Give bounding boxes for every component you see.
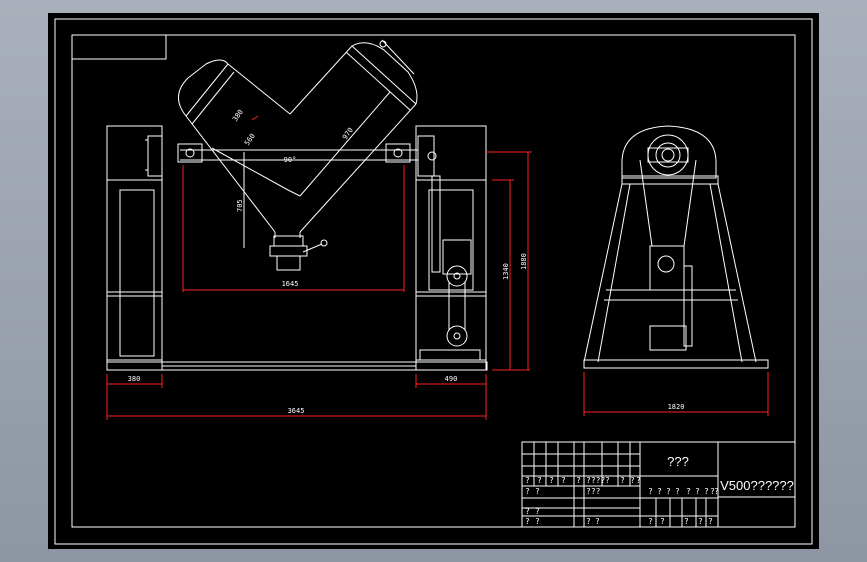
svg-text:?: ? [620,476,625,485]
svg-text:?: ? [537,476,542,485]
dim-frame-width: 1645 [282,280,299,288]
svg-text:????: ???? [586,476,605,485]
base-rail [106,361,488,371]
drawing-number-box [71,34,167,60]
dim-outlet-height: 705 [236,199,244,212]
dim-side-width: 1820 [668,403,685,411]
svg-text:?: ? [535,507,540,516]
svg-text:?: ? [684,517,689,526]
svg-text:?: ? [714,487,719,496]
svg-text:?: ? [586,517,591,526]
front-view: 1645 380 490 3645 90° 380 970 560 705 13… [106,39,532,420]
title-block [521,441,796,528]
svg-text:?: ? [549,476,554,485]
svg-text:?: ? [686,487,691,496]
svg-text:?: ? [657,487,662,496]
dimensions-front [106,115,532,420]
svg-text:?: ? [695,487,700,496]
dim-angle: 90° [284,156,297,164]
dim-height-2: 1880 [520,253,528,270]
title-block-center-text: ??? [667,454,689,469]
svg-text:?: ? [535,487,540,496]
svg-text:???: ??? [586,487,601,496]
svg-text:?: ? [630,476,635,485]
drawing-title: V500?????? [720,478,794,493]
svg-text:?: ? [525,517,530,526]
dim-height-1: 1340 [502,263,510,280]
svg-text:?: ? [525,507,530,516]
svg-text:?: ? [648,487,653,496]
svg-text:?: ? [675,487,680,496]
title-block-row4: ? ? ? ? ? ? ? ? ? [525,517,713,526]
svg-text:?: ? [708,517,713,526]
svg-text:?: ? [595,517,600,526]
dim-total-length: 3645 [288,407,305,415]
title-block-row1: ? ? ? ? ? ???? ? ? ? ? [525,476,641,485]
svg-text:?: ? [561,476,566,485]
title-block-row2: ? ? ??? ? ? ? ? ? ? ? ? ? [525,487,719,496]
side-view [583,125,769,416]
svg-text:?: ? [710,487,715,496]
svg-text:?: ? [698,517,703,526]
side-base [583,359,769,369]
outer-border [54,18,813,545]
svg-text:?: ? [704,487,709,496]
dim-left-post: 380 [128,375,141,383]
inner-border [71,34,796,528]
svg-text:?: ? [525,487,530,496]
svg-text:?: ? [535,517,540,526]
svg-text:?: ? [666,487,671,496]
svg-text:?: ? [636,476,641,485]
svg-text:?: ? [660,517,665,526]
drawing-sheet [48,13,819,549]
svg-text:?: ? [605,476,610,485]
v-hopper [178,39,418,271]
svg-text:?: ? [525,476,530,485]
title-block-row3: ? ? [525,507,540,516]
svg-text:?: ? [576,476,581,485]
dim-right-post: 490 [445,375,458,383]
svg-text:?: ? [648,517,653,526]
